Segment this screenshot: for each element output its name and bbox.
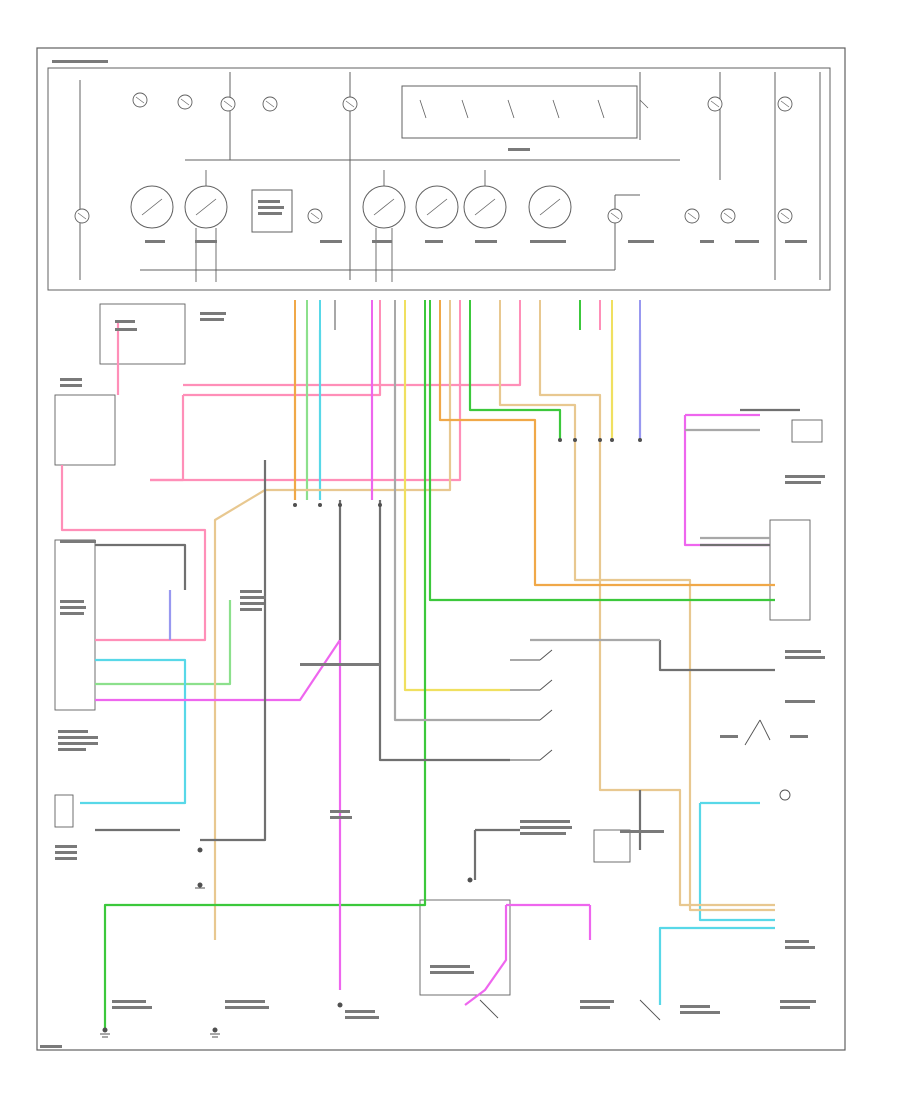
switch-contacts bbox=[479, 419, 823, 1021]
wire-cyan bbox=[80, 330, 775, 1005]
diagram-text-marks bbox=[40, 60, 825, 1048]
wire-tan bbox=[213, 330, 775, 940]
fuel-tank-sender-box bbox=[54, 539, 96, 711]
auxiliary-sender-box bbox=[54, 794, 74, 828]
connector-box bbox=[419, 899, 511, 996]
left-components bbox=[54, 303, 811, 996]
wire-magenta bbox=[95, 330, 770, 1006]
relay-box bbox=[99, 303, 186, 365]
ground-symbols bbox=[100, 887, 220, 1038]
cluster-gauges bbox=[130, 185, 572, 229]
cluster-module-box bbox=[251, 189, 293, 233]
sensor-box bbox=[593, 829, 631, 863]
wire-blue bbox=[168, 330, 642, 640]
wire-black bbox=[95, 408, 800, 880]
diagram-frame bbox=[36, 47, 846, 1051]
connector-block-right bbox=[769, 519, 811, 621]
instrument-cluster-outline bbox=[47, 67, 831, 291]
module-box bbox=[54, 394, 116, 466]
wire-gray bbox=[393, 330, 770, 722]
splice-points bbox=[102, 438, 642, 1033]
wire-orange bbox=[293, 330, 775, 587]
instrument-cluster bbox=[47, 67, 831, 291]
wire-pink bbox=[150, 330, 522, 482]
cluster-connector-pins bbox=[294, 300, 641, 330]
wire-yellow bbox=[403, 330, 614, 692]
wire-green bbox=[103, 330, 775, 1030]
wire-light-green bbox=[95, 330, 309, 686]
cluster-indicator-bulbs bbox=[74, 92, 793, 224]
wire-harness bbox=[60, 320, 800, 1030]
